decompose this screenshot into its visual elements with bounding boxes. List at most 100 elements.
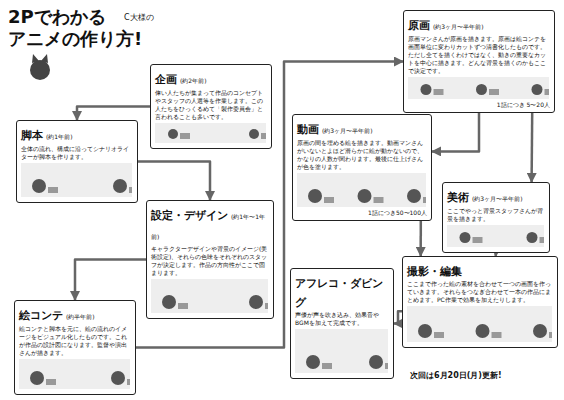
cat-head [249, 295, 263, 309]
flow-arrow [394, 311, 402, 323]
flow-arrow [138, 162, 210, 201]
illustration-holder [155, 123, 267, 143]
illustration [155, 123, 266, 143]
desk [434, 332, 444, 338]
illustration [447, 225, 544, 247]
illustration [407, 306, 552, 342]
illustration-holder [19, 359, 131, 389]
scene-ground [19, 359, 130, 389]
process-box: 美術(約3ヶ月〜半年前)ここでやっと背景スタッフさんが背景を描きます。 [442, 182, 550, 253]
time-note: (約2年前) [180, 77, 207, 84]
cat-head [476, 324, 490, 338]
cat-head [306, 355, 320, 369]
cat-head [476, 84, 487, 95]
illustration [408, 77, 549, 99]
time-note: (約半年前) [66, 313, 95, 320]
step-heading: 企画 [155, 73, 177, 86]
step-description: キャラクターデザインや背景のイメージ(美術設定)、それらの色味をそれぞれのスタッ… [151, 245, 269, 277]
illustration-holder [408, 77, 550, 99]
cat-head [533, 324, 547, 338]
scene-ground [21, 163, 132, 197]
illustration [297, 173, 426, 207]
flow-arrow [77, 107, 150, 121]
cat-head [532, 84, 543, 95]
step-description: 原画マンさんが原画を描きます。原画は絵コンテを画面単位に変わりカットずつ清書化し… [408, 35, 550, 75]
cat-head [358, 189, 372, 203]
flow-arrow [530, 113, 533, 182]
process-box: 絵コンテ(約半年前) 絵コンテと脚本を元に、絵の流れのイメージをビジュアル化したも… [14, 300, 136, 395]
step-description: 絵コンテと脚本を元に、絵の流れのイメージをビジュアル化したものです。これが作品の… [19, 325, 131, 357]
desk [473, 237, 483, 243]
scene-ground [408, 77, 549, 99]
cat-head [460, 232, 471, 243]
note-label: C大様の [124, 12, 154, 23]
cat-head [369, 355, 383, 369]
desk [322, 363, 332, 369]
desk [178, 303, 188, 309]
process-box: 動画(約3ヶ月〜半年前)原画の間を埋める絵を描きます。動画マンさんがいないとよほ… [292, 114, 432, 221]
staff-count: 1話につき50〜100人 [297, 209, 427, 217]
process-box: 原画(約3ヶ月〜半年前) 原画マンさんが原画を描きます。原画は絵コンテを画面単位に… [403, 10, 555, 113]
illustration-holder [295, 329, 389, 373]
time-note: (約1年前) [46, 133, 73, 140]
desk [549, 332, 552, 338]
time-note: (約3ヶ月〜半年前) [472, 195, 523, 202]
step-description: 偉い人たちが集まって作品のコンセプトやスタッフの人選等を作業します。この人たちを… [155, 89, 267, 121]
step-description: 声優が声を吹き込み、効果音やBGMを加えて完成です。 [295, 311, 389, 327]
cat-head [30, 60, 50, 80]
desk [265, 303, 268, 309]
time-note: (約3ヶ月〜半年前) [433, 23, 484, 30]
desk [423, 197, 426, 203]
step-description: 全体の流れ、構成に沿ってシナリオライターが脚本を作ります。 [21, 145, 133, 161]
step-heading: 設定・デザイン [151, 209, 228, 222]
illustration-holder [447, 225, 545, 247]
process-box: 脚本(約1年前) 全体の流れ、構成に沿ってシナリオライターが脚本を作ります。 [16, 120, 138, 203]
desk [492, 332, 502, 338]
illustration-holder [21, 163, 133, 197]
step-heading: 動画 [297, 123, 319, 136]
desk [48, 187, 58, 193]
process-box: アフレコ・ダビング声優が声を吹き込み、効果音やBGMを加えて完成です。 [290, 268, 394, 379]
illustration [21, 163, 132, 197]
scene-ground [151, 279, 268, 313]
cat-head [111, 371, 125, 385]
scene-ground [155, 123, 266, 143]
desk [489, 89, 499, 95]
desk [374, 197, 384, 203]
illustration [19, 359, 130, 389]
step-heading: 脚本 [21, 129, 43, 142]
title-cat [30, 54, 50, 80]
cat-head [162, 295, 176, 309]
desk [180, 133, 190, 139]
step-heading: 撮影・編集 [407, 265, 462, 278]
page-title: 2Pでわかる アニメの作り方! [8, 6, 158, 50]
cat-head [113, 179, 127, 193]
flow-arrow [432, 113, 479, 151]
desk [261, 133, 266, 139]
desk [46, 379, 56, 385]
illustration-holder [407, 306, 553, 342]
step-heading: 原画 [408, 19, 430, 32]
step-description: ここでやっと背景スタッフさんが背景を描きます。 [447, 207, 545, 223]
step-heading: 絵コンテ [19, 309, 63, 322]
step-description: ここまで作った絵の素材を合わせて一つの画面を作っていきます。それらをつなぎ合わせ… [407, 280, 553, 304]
cat-ears [32, 54, 48, 63]
scene-ground [447, 225, 544, 247]
cat-head [418, 324, 432, 338]
cat-head [30, 371, 44, 385]
cat-head [527, 232, 538, 243]
scene-ground [407, 306, 552, 342]
illustration-holder [297, 173, 427, 207]
cat-head [308, 189, 322, 203]
staff-count: 1話につき 5〜20人 [408, 101, 550, 109]
illustration [151, 279, 268, 313]
time-note: (約3ヶ月〜半年前) [322, 127, 373, 134]
illustration [295, 329, 388, 373]
cat-head [249, 129, 259, 139]
desk [540, 237, 545, 243]
desk [385, 363, 388, 369]
process-box: 撮影・編集ここまで作った絵の素材を合わせて一つの画面を作っていきます。それらをつ… [402, 256, 558, 348]
scene-ground [295, 329, 388, 373]
desk [129, 187, 132, 193]
